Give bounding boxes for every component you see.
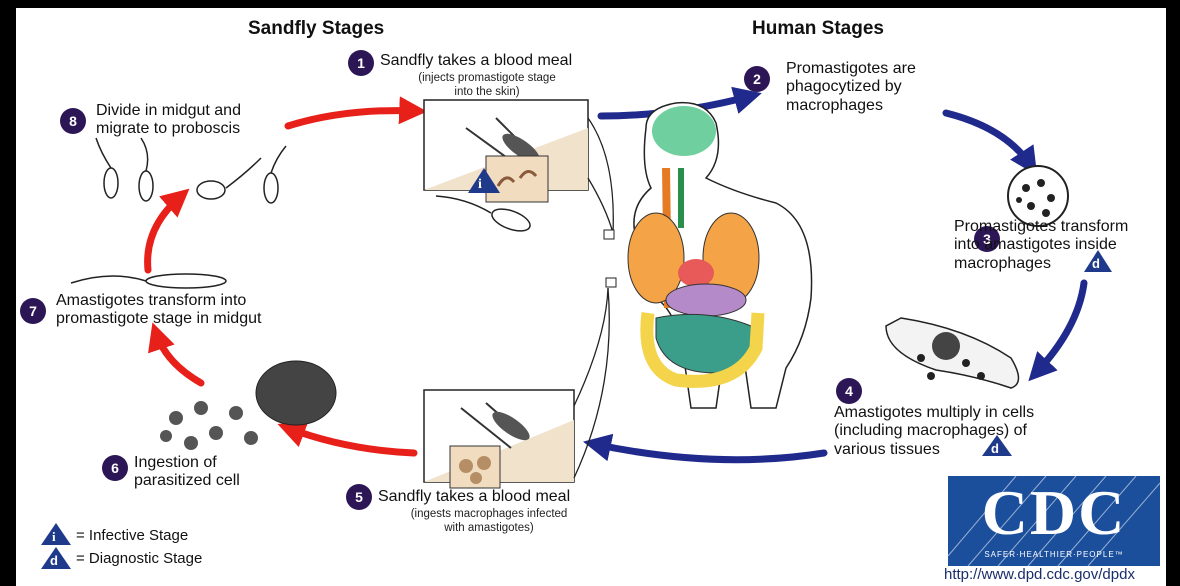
step-5-subtext: (ingests macrophages infected with amast… <box>384 508 594 536</box>
step-2-badge: 2 <box>744 66 770 92</box>
arrow-2-to-3 <box>946 113 1031 166</box>
arrow-4-to-5 <box>594 444 824 460</box>
legend-diagnostic-text: = Diagnostic Stage <box>76 550 202 567</box>
diagnostic-marker-letter-stage-4: d <box>991 441 999 456</box>
step-1-text: Sandfly takes a blood meal <box>380 52 572 70</box>
arrow-6-to-7 <box>156 333 201 383</box>
legend-infective-text: = Infective Stage <box>76 527 188 544</box>
infective-marker-letter: i <box>478 177 482 193</box>
step-5-badge: 5 <box>346 484 372 510</box>
step-5-text: Sandfly takes a blood meal <box>378 488 570 506</box>
brain <box>652 106 716 156</box>
human-figure <box>604 103 812 408</box>
legend-infective-letter: i <box>52 529 56 545</box>
step-7-badge: 7 <box>20 298 46 324</box>
cdc-logo-tagline: SAFER·HEALTHIER·PEOPLE™ <box>954 550 1154 559</box>
step-3-text: Promastigotes transform into amastigotes… <box>954 218 1128 273</box>
human-stages-header: Human Stages <box>752 18 884 40</box>
macrophage-stage-3 <box>1008 166 1068 226</box>
diagnostic-marker-letter-stage-3: d <box>1092 256 1100 271</box>
step-1-badge: 1 <box>348 50 374 76</box>
step-8-text: Divide in midgut and migrate to probosci… <box>96 102 241 139</box>
legend-diagnostic-letter: d <box>50 553 58 568</box>
arrow-8-to-1 <box>288 111 416 126</box>
sandfly-stages-header: Sandfly Stages <box>248 18 384 40</box>
promastigotes-stage-8 <box>96 138 286 203</box>
sandfly-feeding-image-top <box>424 100 588 202</box>
step-6-text: Ingestion of parasitized cell <box>134 454 240 491</box>
step-7-text: Amastigotes transform into promastigote … <box>56 292 261 329</box>
cdc-logo-text: CDC <box>964 478 1144 548</box>
arrow-7-to-8 <box>148 196 181 270</box>
source-url[interactable]: http://www.dpd.cdc.gov/dpdx <box>944 566 1135 583</box>
heart <box>678 259 714 287</box>
step-4-badge: 4 <box>836 378 862 404</box>
sandfly-feeding-image-bottom <box>424 390 574 488</box>
arrow-5-to-6 <box>288 428 414 453</box>
life-cycle-diagram: Sandfly Stages Human Stages 1 Sandfly ta… <box>16 8 1166 586</box>
step-4-text: Amastigotes multiply in cells (including… <box>834 404 1034 459</box>
liver <box>666 284 746 316</box>
step-1-subtext: (injects promastigote stage into the ski… <box>382 72 592 100</box>
promastigote-stage-7 <box>71 274 226 288</box>
infected-cell-stage-4 <box>886 318 1019 388</box>
step-8-badge: 8 <box>60 108 86 134</box>
step-2-text: Promastigotes are phagocytized by macrop… <box>786 60 916 115</box>
arrow-3-to-4 <box>1036 283 1084 373</box>
step-6-badge: 6 <box>102 455 128 481</box>
